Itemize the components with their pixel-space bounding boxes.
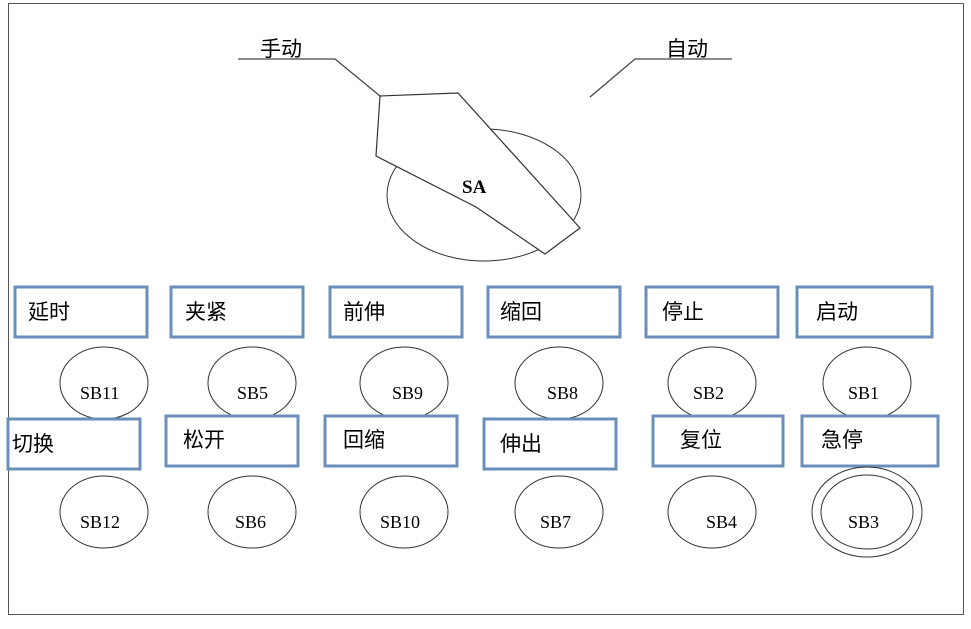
control-label: 前伸 bbox=[343, 300, 385, 324]
control-label-box bbox=[164, 414, 300, 468]
button-id: SB1 bbox=[848, 383, 879, 403]
control-label-box bbox=[169, 285, 305, 339]
control-extend-out[interactable]: 伸出 SB7 bbox=[482, 417, 618, 549]
manual-leader-line bbox=[238, 58, 381, 97]
control-label-box bbox=[795, 285, 934, 339]
button-id: SB6 bbox=[235, 512, 266, 532]
control-label: 伸出 bbox=[500, 432, 542, 456]
control-label: 急停 bbox=[821, 428, 863, 452]
button-id: SB12 bbox=[80, 512, 120, 532]
selector-handle[interactable] bbox=[375, 92, 581, 255]
control-label: 停止 bbox=[662, 300, 704, 324]
auto-leader-line bbox=[589, 58, 732, 98]
control-label-box bbox=[482, 417, 618, 471]
control-switch[interactable]: 切换 SB12 bbox=[6, 417, 149, 549]
control-label: 延时 bbox=[28, 300, 70, 324]
control-label: 复位 bbox=[680, 428, 722, 452]
push-button-SB10[interactable] bbox=[359, 475, 449, 549]
push-button-SB12[interactable] bbox=[59, 475, 149, 549]
control-label-box bbox=[486, 285, 622, 339]
control-label: 缩回 bbox=[500, 300, 542, 324]
selector-switch[interactable]: SA bbox=[375, 92, 582, 262]
push-button-SB7[interactable] bbox=[514, 475, 604, 549]
button-id: SB4 bbox=[706, 512, 737, 532]
control-extend-forward[interactable]: 前伸 SB9 bbox=[328, 285, 464, 420]
button-id: SB9 bbox=[392, 383, 423, 403]
control-stop[interactable]: 停止 SB2 bbox=[644, 285, 780, 420]
auto-position-label: 自动 bbox=[666, 37, 708, 61]
control-emergency-stop[interactable]: 急停 SB3 bbox=[800, 414, 940, 558]
control-label-box bbox=[644, 285, 780, 339]
control-label-box bbox=[651, 414, 785, 468]
push-button-SB3[interactable] bbox=[820, 474, 914, 550]
control-reset[interactable]: 复位 SB4 bbox=[651, 414, 785, 549]
button-id: SB7 bbox=[540, 512, 571, 532]
control-release[interactable]: 松开 SB6 bbox=[164, 414, 300, 549]
control-label: 启动 bbox=[816, 300, 858, 324]
push-button-SB4[interactable] bbox=[667, 475, 757, 549]
panel-frame bbox=[8, 3, 964, 615]
control-retract[interactable]: 缩回 SB8 bbox=[486, 285, 622, 420]
selector-label: SA bbox=[462, 177, 487, 198]
control-label: 松开 bbox=[183, 428, 225, 452]
button-id: SB5 bbox=[237, 383, 268, 403]
button-id: SB2 bbox=[693, 383, 724, 403]
control-label: 回缩 bbox=[343, 428, 385, 452]
button-id: SB11 bbox=[80, 383, 119, 403]
control-delay[interactable]: 延时 SB11 bbox=[13, 285, 149, 420]
control-retract-back[interactable]: 回缩 SB10 bbox=[323, 414, 459, 549]
control-label-box bbox=[13, 285, 149, 339]
control-label-box bbox=[800, 414, 940, 468]
control-label-box bbox=[6, 417, 142, 471]
button-id: SB3 bbox=[848, 512, 879, 532]
button-id: SB10 bbox=[380, 512, 420, 532]
button-id: SB8 bbox=[547, 383, 578, 403]
control-label-box bbox=[328, 285, 464, 339]
control-clamp[interactable]: 夹紧 SB5 bbox=[169, 285, 305, 420]
push-button-SB6[interactable] bbox=[207, 475, 297, 549]
control-label: 夹紧 bbox=[185, 300, 227, 324]
manual-position-label: 手动 bbox=[260, 37, 302, 61]
control-label-box bbox=[323, 414, 459, 468]
control-start[interactable]: 启动 SB1 bbox=[795, 285, 934, 420]
control-label: 切换 bbox=[12, 432, 54, 456]
